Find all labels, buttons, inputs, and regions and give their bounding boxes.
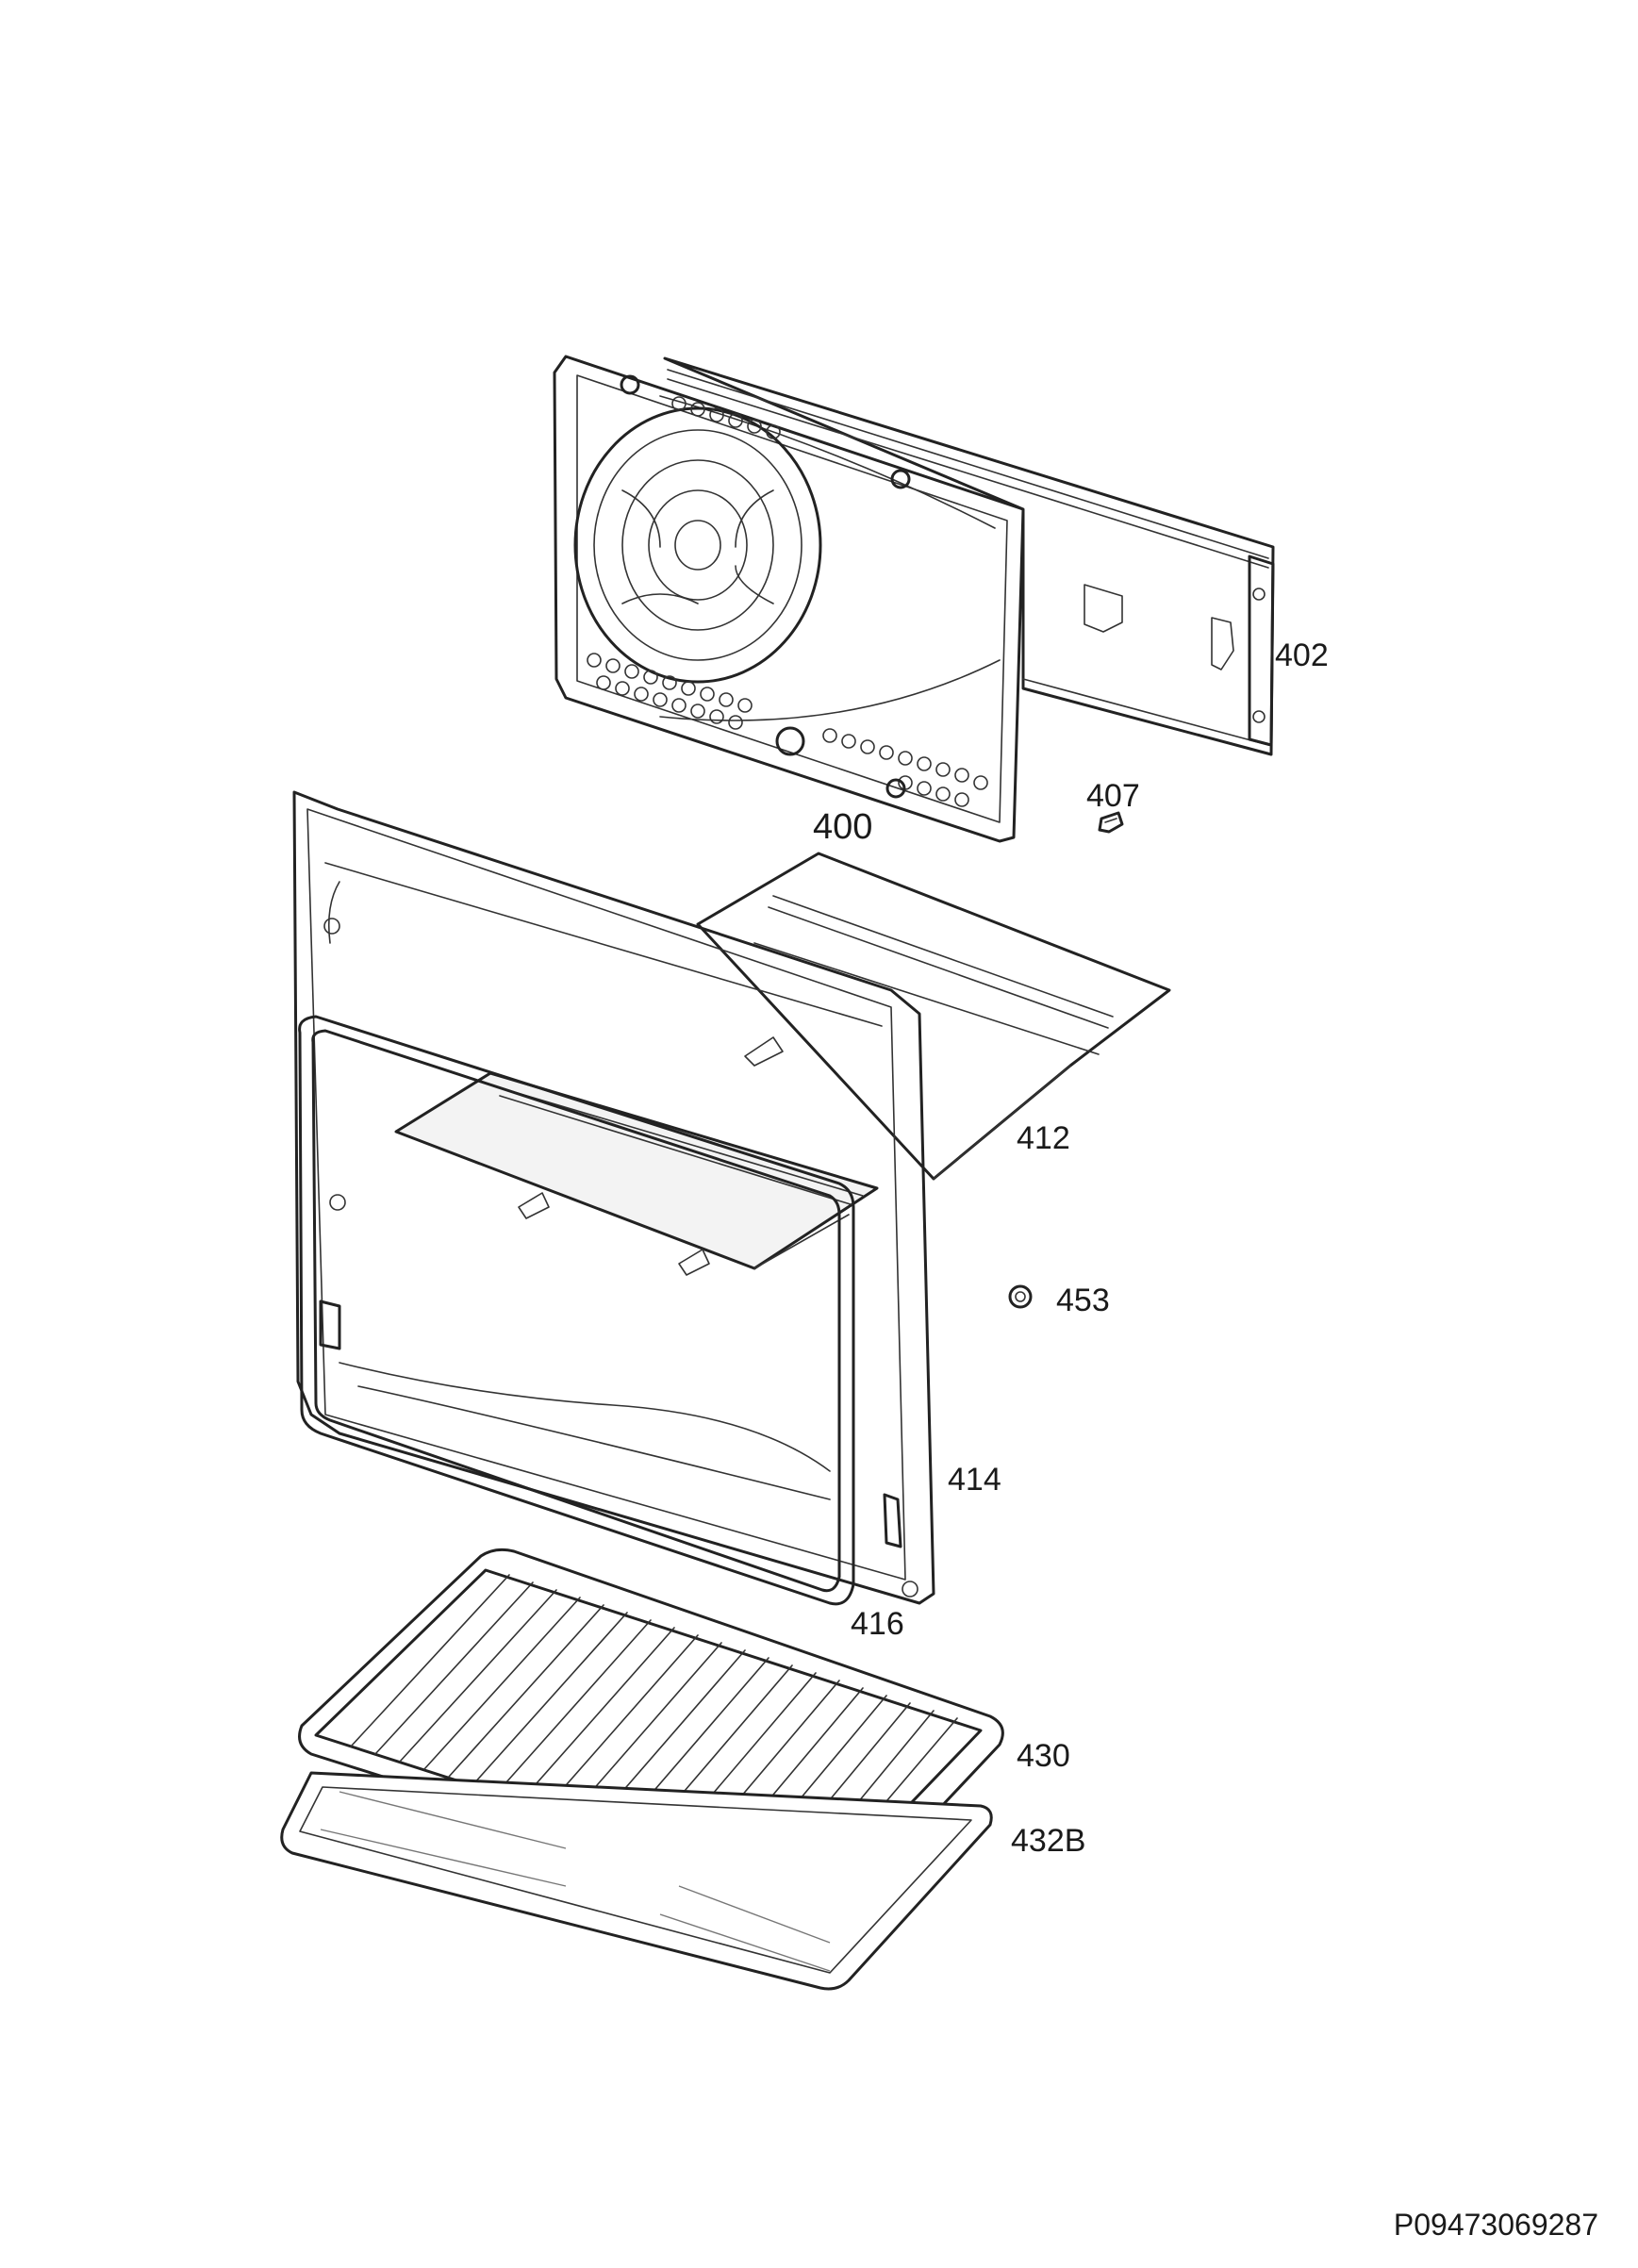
label-414: 414 <box>948 1462 1001 1498</box>
label-432b: 432B <box>1011 1823 1086 1859</box>
label-400: 400 <box>813 807 873 847</box>
part-400-rear-panel <box>553 355 1025 843</box>
label-453: 453 <box>1056 1283 1110 1318</box>
label-416: 416 <box>851 1606 904 1642</box>
part-453-bushing <box>1008 1284 1033 1309</box>
label-412: 412 <box>1017 1120 1070 1156</box>
part-407-clip <box>1098 811 1124 834</box>
part-402-side-rail <box>663 356 1275 756</box>
drawing-code: P09473069287 <box>1393 2208 1598 2242</box>
part-414-door-frame <box>292 790 935 1605</box>
part-432b-tray <box>280 1771 993 1991</box>
part-416-gasket <box>298 1015 855 1606</box>
part-412-cavity-panel <box>394 852 1171 1276</box>
label-402: 402 <box>1275 637 1329 673</box>
label-430: 430 <box>1017 1738 1070 1774</box>
label-407: 407 <box>1086 778 1140 814</box>
